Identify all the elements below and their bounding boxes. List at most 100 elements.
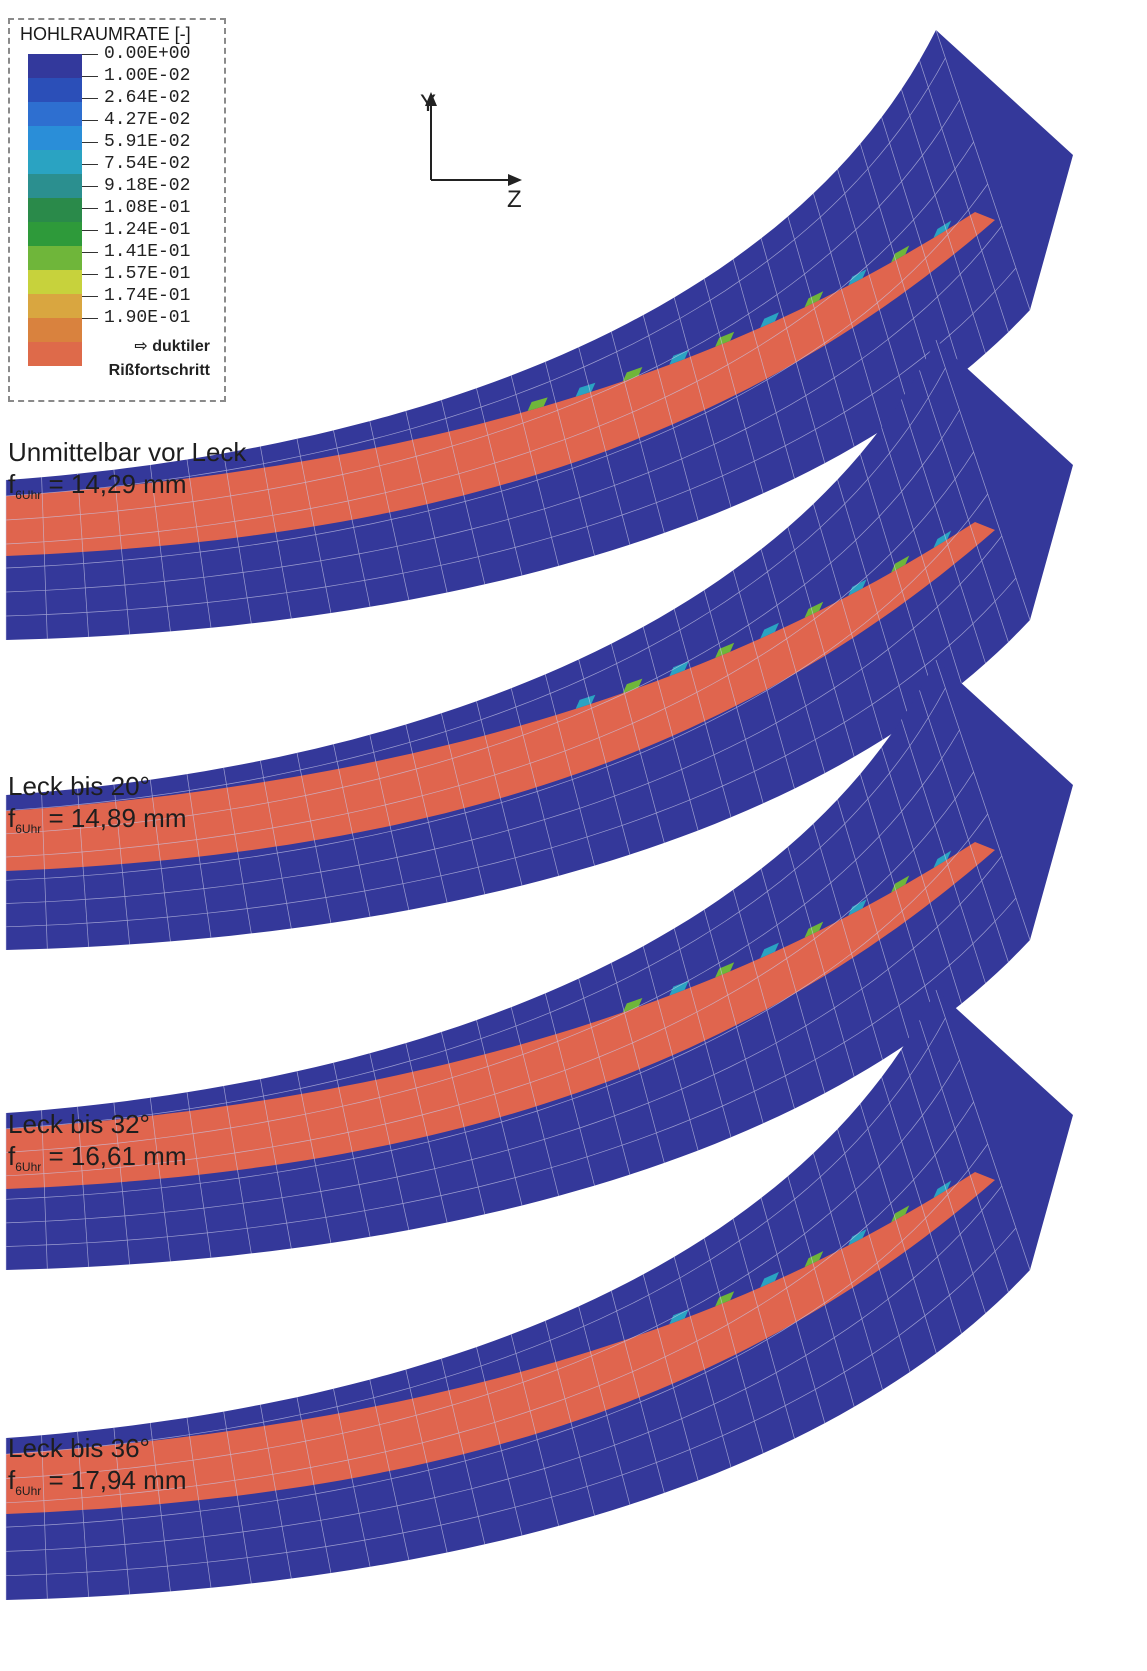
mesh-line	[5, 367, 946, 811]
fringe-element	[622, 678, 643, 694]
legend-tick: 1.24E-01	[82, 220, 190, 240]
mesh-line	[935, 659, 1031, 941]
mesh-line	[296, 752, 332, 924]
mesh-line	[901, 399, 986, 664]
legend-tick: 4.27E-02	[82, 110, 190, 130]
fringe-element	[891, 1205, 910, 1223]
mesh-line	[441, 713, 486, 895]
legend-tick-label: 1.00E-02	[104, 66, 191, 86]
mesh-line	[859, 773, 937, 1024]
mesh-line	[77, 788, 89, 947]
mesh-line	[760, 1197, 826, 1424]
legend-swatch	[28, 222, 82, 246]
fringe-element	[848, 269, 867, 286]
coordinate-axes	[425, 92, 522, 186]
mesh-line	[77, 1106, 89, 1267]
crack-front-fringe	[575, 530, 952, 709]
ductile-crack-zone	[6, 842, 995, 1189]
mesh-line	[787, 527, 855, 757]
mesh-line	[405, 410, 448, 593]
mesh-line	[703, 1238, 764, 1454]
mesh-line	[223, 767, 252, 934]
mesh-line	[881, 117, 962, 374]
mesh-line	[510, 1007, 559, 1196]
mesh-line	[333, 1388, 371, 1567]
mesh-line	[673, 928, 732, 1138]
mesh-line	[77, 1431, 89, 1597]
mesh-line	[881, 747, 962, 1004]
fringe-element	[669, 661, 689, 677]
mesh-line	[642, 946, 699, 1151]
fringe-element	[933, 220, 952, 238]
mesh-line	[5, 687, 946, 1130]
mesh-line	[578, 978, 631, 1175]
mesh-line	[5, 1227, 1017, 1577]
caption-1-deflection: f6Uhr = 14,29 mm	[8, 469, 187, 503]
mesh-line	[260, 1404, 292, 1579]
legend-swatch	[28, 78, 82, 102]
mesh-line	[5, 225, 1003, 593]
legend-swatch	[28, 174, 82, 198]
mesh-line	[919, 60, 1009, 333]
fringe-element	[622, 998, 643, 1013]
mesh-line	[544, 674, 595, 866]
legend-tick-label: 5.91E-02	[104, 132, 191, 152]
caption-2: Leck bis 20° f6Uhr = 14,89 mm	[8, 770, 186, 845]
legend-swatch	[28, 294, 82, 318]
mesh-line	[901, 89, 986, 354]
mesh-line	[760, 238, 826, 464]
mesh-line	[610, 643, 665, 843]
mesh-line	[5, 771, 974, 1177]
pipe-section-1	[5, 29, 1073, 640]
mesh-line	[405, 724, 448, 903]
mesh-line	[41, 1110, 48, 1269]
legend-tick: 1.00E-02	[82, 66, 190, 86]
mesh-line	[5, 1101, 974, 1504]
mesh-line	[41, 792, 48, 949]
z-axis-label: Z	[507, 186, 522, 213]
legend-tick: 0.00E+00	[82, 44, 190, 64]
mesh-line	[881, 1077, 962, 1334]
legend-tick-label: 0.00E+00	[104, 44, 191, 64]
fe-mesh	[5, 989, 1031, 1600]
fringe-element	[575, 694, 596, 709]
mesh-line	[5, 183, 988, 569]
mesh-line	[673, 297, 732, 508]
mesh-line	[5, 1185, 1003, 1552]
mesh-line	[610, 1290, 665, 1493]
pipe-section-4	[5, 989, 1073, 1600]
caption-3: Leck bis 32° f6Uhr = 16,61 mm	[8, 1108, 186, 1183]
legend-swatch	[28, 102, 82, 126]
mesh-line	[113, 1427, 130, 1595]
mesh-line	[113, 784, 130, 945]
mesh-line	[813, 1153, 883, 1390]
fringe-element	[622, 367, 643, 382]
caption-3-title: Leck bis 32°	[8, 1109, 150, 1139]
legend-tick-label: 1.24E-01	[104, 220, 191, 240]
legend-tick: 1.90E-01	[82, 308, 190, 328]
mesh-line	[919, 1020, 1009, 1293]
mesh-line	[113, 1102, 130, 1265]
mesh-line	[787, 216, 855, 447]
mesh-line	[5, 57, 946, 497]
mesh-line	[5, 267, 1017, 617]
mesh-line	[642, 315, 699, 521]
fringe-element	[715, 642, 735, 658]
mesh-line	[5, 493, 988, 881]
mesh-line	[369, 1053, 410, 1231]
mesh-line	[296, 1397, 332, 1574]
fringe-element	[933, 530, 952, 548]
caption-4-title: Leck bis 36°	[8, 1433, 150, 1463]
mesh-line	[813, 823, 883, 1060]
y-arrowhead	[425, 92, 437, 106]
mesh-line	[476, 701, 523, 886]
fringe-element	[804, 1251, 824, 1268]
legend-tick-label: 1.90E-01	[104, 308, 191, 328]
mesh-line	[510, 688, 559, 876]
fringe-element	[804, 601, 824, 618]
mesh-line	[5, 99, 960, 521]
legend-tick: 5.91E-02	[82, 132, 190, 152]
mesh-line	[760, 549, 826, 774]
caption-2-deflection: f6Uhr = 14,89 mm	[8, 803, 187, 837]
